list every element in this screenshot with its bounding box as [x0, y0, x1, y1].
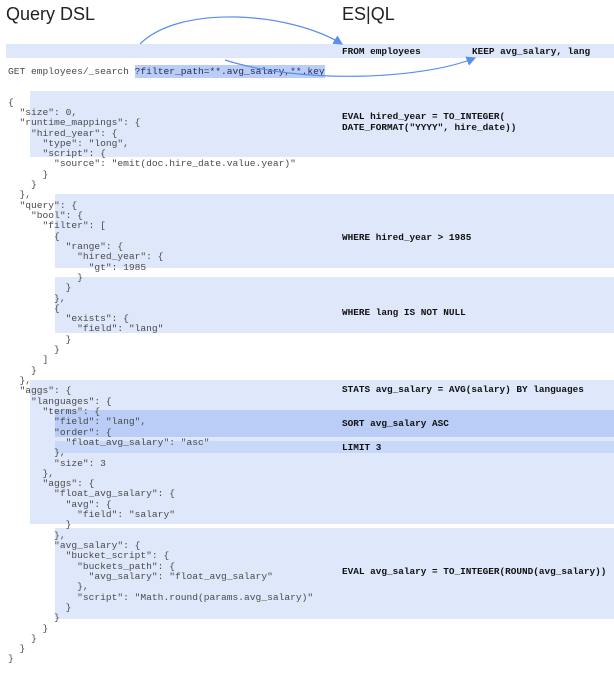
dsl-line: }: [8, 622, 49, 634]
band-range-filter: [55, 194, 614, 268]
dsl-line: "type": "long",: [8, 137, 129, 149]
dsl-line: },: [8, 292, 66, 304]
esql-from: FROM employees: [342, 46, 421, 57]
dsl-line: "range": {: [8, 240, 124, 252]
request-line: GET employees/_search ?filter_path=**.av…: [8, 64, 325, 78]
dsl-line: }: [8, 643, 26, 655]
dsl-line: "runtime_mappings": {: [8, 117, 141, 129]
dsl-line: },: [8, 375, 32, 386]
dsl-line: },: [8, 529, 66, 541]
dsl-line: {: [8, 230, 60, 242]
band-exists-filter: [55, 277, 614, 333]
dsl-line: "avg": {: [8, 498, 112, 510]
band-get-request: [6, 44, 614, 58]
filter-path-param: ?filter_path=**.avg_salary,**.key: [134, 64, 325, 78]
band-avg-salary: [55, 528, 614, 619]
dsl-line: }: [8, 344, 60, 356]
dsl-line: },: [8, 447, 66, 459]
dsl-line: "bucket_script": {: [8, 550, 170, 562]
dsl-line: }: [8, 333, 72, 345]
dsl-line: "aggs": {: [8, 478, 95, 490]
dsl-line: "languages": {: [8, 395, 112, 407]
dsl-line: },: [8, 467, 55, 479]
dsl-line: "size": 0,: [8, 106, 78, 118]
arrow-to-from: [139, 16, 344, 45]
esql-title: ES|QL: [342, 4, 395, 24]
dsl-line: }: [8, 168, 49, 180]
dsl-line: "bool": {: [8, 210, 83, 221]
esql-limit: LIMIT 3: [342, 442, 382, 453]
dsl-line: }: [8, 653, 14, 665]
dsl-line: "aggs": {: [8, 385, 72, 397]
esql-eval-hired-1: EVAL hired_year = TO_INTEGER(: [342, 111, 506, 122]
dsl-line: "avg_salary": "float_avg_salary": [8, 570, 273, 582]
dsl-line: "field": "salary": [8, 509, 175, 521]
dsl-line: "buckets_path": {: [8, 560, 175, 572]
esql-stats: STATS avg_salary = AVG(salary) BY langua…: [342, 384, 584, 395]
esql-eval-avg: EVAL avg_salary = TO_INTEGER(ROUND(avg_s…: [342, 566, 607, 577]
query-dsl-code: GET employees/_search ?filter_path=**.av…: [8, 46, 325, 675]
dsl-line: }: [8, 612, 60, 624]
dsl-line: "field": "lang",: [8, 416, 147, 428]
dsl-line: },: [8, 581, 89, 593]
esql-keep: KEEP avg_salary, lang: [472, 46, 591, 57]
dsl-line: }: [8, 271, 83, 283]
dsl-line: "script": "Math.round(params.avg_salary)…: [8, 591, 314, 603]
dsl-line: }: [8, 601, 72, 613]
dsl-line: ]: [8, 354, 49, 366]
dsl-line: "hired_year": {: [8, 251, 164, 263]
dsl-line: "hired_year": {: [8, 127, 118, 139]
dsl-line: "field": "lang": [8, 323, 164, 335]
dsl-line: },: [8, 189, 32, 201]
dsl-line: }: [8, 364, 37, 376]
dsl-line: }: [8, 282, 72, 294]
dsl-line: "size": 3: [8, 457, 106, 469]
query-dsl-title: Query DSL: [6, 4, 96, 24]
request-prefix: GET employees/_search: [8, 65, 135, 77]
dsl-line: "query": {: [8, 199, 78, 211]
dsl-line: "exists": {: [8, 313, 129, 325]
band-runtime-mappings: [30, 91, 614, 157]
dsl-line: "float_avg_salary": {: [8, 488, 175, 500]
dsl-line: }: [8, 632, 37, 644]
dsl-line: "filter": [: [8, 220, 106, 232]
esql-where-lang: WHERE lang IS NOT NULL: [342, 307, 466, 318]
dsl-line: }: [8, 519, 72, 531]
dsl-line: "avg_salary": {: [8, 540, 141, 551]
dsl-line: "script": {: [8, 148, 106, 160]
dsl-line: "terms": {: [8, 405, 101, 417]
dsl-line: "source": "emit(doc.hire_date.value.year…: [8, 158, 296, 170]
dsl-line: {: [8, 302, 60, 314]
esql-where-hired: WHERE hired_year > 1985: [342, 232, 472, 243]
dsl-line: "float_avg_salary": "asc": [8, 436, 210, 448]
band-order: [55, 410, 614, 437]
esql-sort: SORT avg_salary ASC: [342, 418, 449, 429]
dsl-line: }: [8, 179, 37, 191]
band-size: [55, 441, 614, 453]
esql-eval-hired-2: DATE_FORMAT("YYYY", hire_date)): [342, 122, 517, 133]
dsl-line: "order": {: [8, 426, 112, 438]
dsl-line: "gt": 1985: [8, 261, 147, 273]
dsl-line: {: [8, 96, 14, 108]
